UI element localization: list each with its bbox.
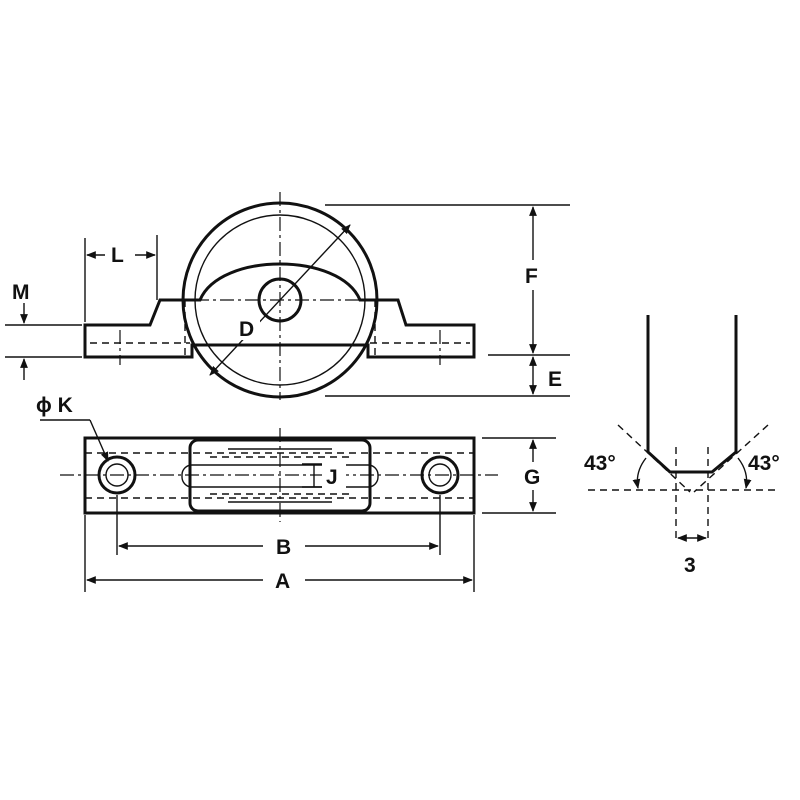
angle-arc-right xyxy=(737,457,752,489)
angle-arc-left xyxy=(632,457,647,489)
label-j: J xyxy=(326,466,338,489)
j-label-bg xyxy=(322,462,346,488)
label-l: L xyxy=(111,244,124,267)
groove-extension-right xyxy=(693,424,769,493)
label-angle-left: 43° xyxy=(584,452,616,475)
label-a: A xyxy=(275,570,290,593)
label-groove-width: 3 xyxy=(684,554,696,577)
label-d: D xyxy=(239,318,254,341)
groove-extension-left xyxy=(617,424,691,493)
label-m: M xyxy=(12,281,30,304)
k-leader-arrow xyxy=(89,419,109,462)
groove-profile xyxy=(646,315,738,474)
label-g: G xyxy=(524,466,540,489)
label-f: F xyxy=(525,265,538,288)
front-view: D L M F E xyxy=(5,192,570,400)
label-angle-right: 43° xyxy=(748,452,780,475)
bottom-view: J ϕ K G B A xyxy=(36,394,556,593)
d-label-bg xyxy=(236,314,260,340)
label-b: B xyxy=(276,536,291,559)
groove-profile-detail: 3 43° 43° xyxy=(584,315,780,577)
label-phi-k: ϕ K xyxy=(36,394,73,417)
diameter-d-line xyxy=(209,224,351,376)
label-e: E xyxy=(548,368,562,391)
